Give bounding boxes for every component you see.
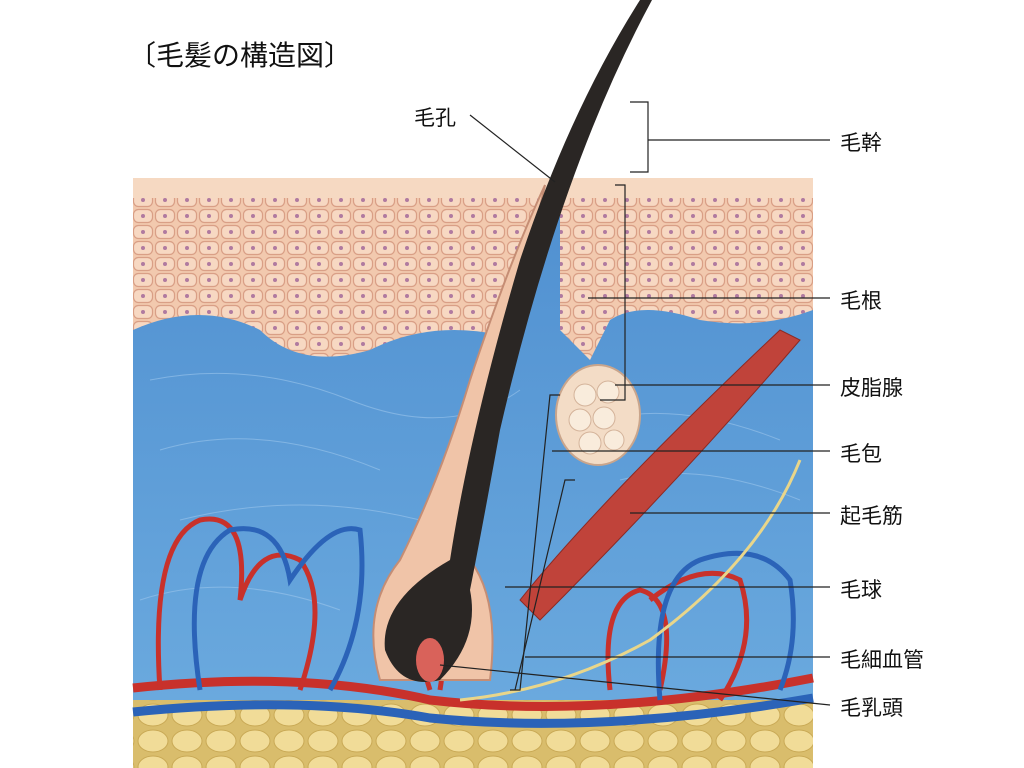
page-title: 〔毛髪の構造図〕 xyxy=(128,39,353,72)
sebaceous-gland xyxy=(555,364,641,466)
label-arrector-pili: 起毛筋 xyxy=(840,504,903,528)
label-root: 毛根 xyxy=(840,289,882,313)
label-follicle: 毛包 xyxy=(840,442,882,466)
label-sebaceous-gland: 皮脂腺 xyxy=(840,376,903,400)
nerve xyxy=(459,459,802,702)
label-papilla: 毛乳頭 xyxy=(840,696,903,720)
label-bulb: 毛球 xyxy=(840,578,882,602)
label-capillaries: 毛細血管 xyxy=(840,648,924,672)
arrector-pili-muscle xyxy=(519,329,801,621)
artery xyxy=(132,673,814,711)
vein xyxy=(132,693,814,728)
label-pore: 毛孔 xyxy=(414,106,456,130)
epidermis xyxy=(133,180,813,360)
dermal-papilla xyxy=(416,638,444,682)
label-shaft: 毛幹 xyxy=(840,131,882,155)
hair-shaft xyxy=(384,0,652,682)
